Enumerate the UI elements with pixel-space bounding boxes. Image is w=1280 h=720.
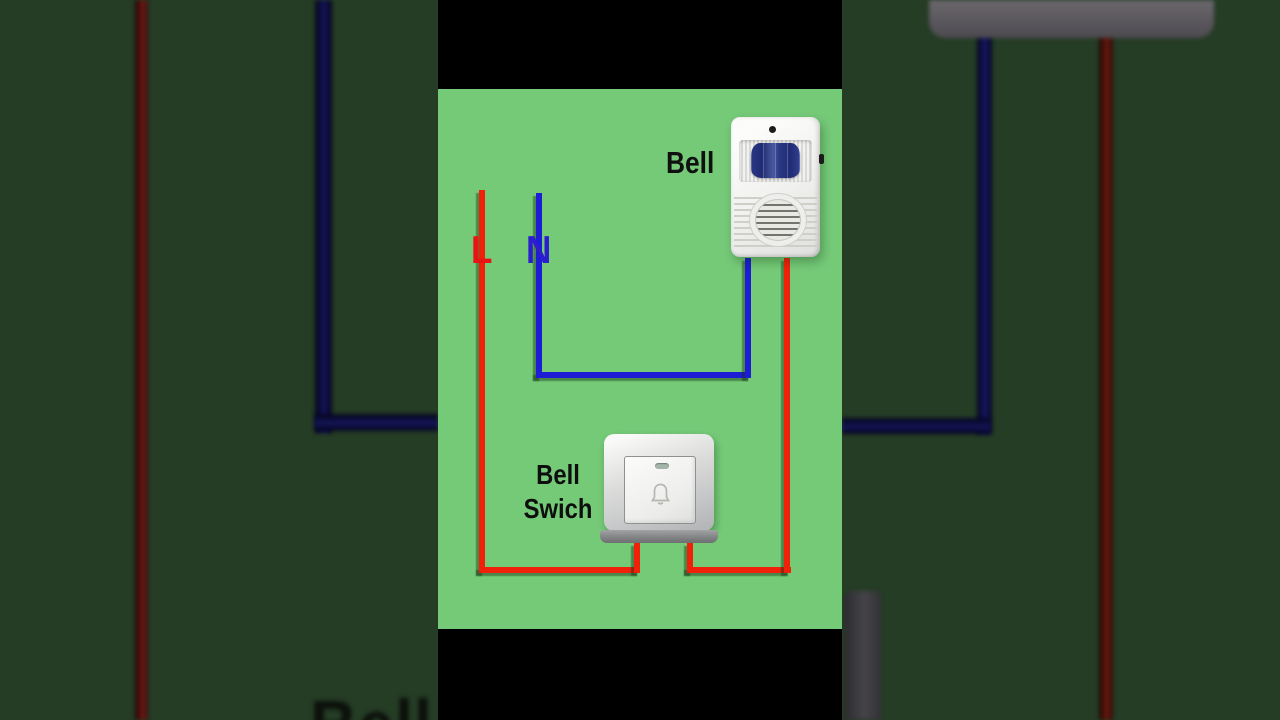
wire-neutral-to-bell-vertical: [745, 258, 751, 378]
switch-plate-base: [600, 530, 718, 543]
wiring-diagram-panel: L N Bell Bell Swich: [438, 89, 842, 629]
bg-blur-bell-text: Bell: [310, 684, 433, 720]
bg-blur-switch-shape: [844, 591, 881, 720]
wire-neutral-horizontal: [536, 372, 751, 378]
switch-push-button: [624, 456, 696, 524]
bg-blur-neutral-wire-left-vertical: [315, 0, 332, 433]
switch-indicator-light: [655, 463, 669, 469]
bg-blur-neutral-wire-right-horizontal: [842, 418, 990, 434]
doorbell-speaker-grille-icon: [750, 194, 806, 246]
wire-live-to-switch-left: [634, 543, 640, 573]
bottom-letterbox-bar: [438, 629, 842, 720]
wire-live-bottom-right-horizontal: [687, 567, 791, 573]
label-bell-switch-line2: Swich: [523, 493, 593, 524]
doorbell-pir-sensor: [739, 140, 812, 182]
label-bell-switch-line1: Bell: [536, 459, 580, 490]
bg-blur-doorbell-shape: [929, 0, 1214, 38]
label-bell-switch: Bell Swich: [499, 458, 618, 526]
video-frame[interactable]: L N Bell Bell Swich: [438, 0, 842, 720]
label-bell: Bell: [666, 145, 715, 180]
bell-icon: [648, 481, 673, 513]
wire-neutral-from-N-vertical: [536, 193, 542, 378]
bg-blur-live-wire-right: [1099, 26, 1113, 720]
bell-switch-device: [600, 434, 718, 543]
wire-live-from-L-vertical: [479, 190, 485, 573]
label-neutral-terminal: N: [526, 229, 552, 272]
top-letterbox-bar: [438, 0, 842, 89]
doorbell-pir-lens-icon: [751, 143, 800, 178]
doorbell-device: [731, 117, 824, 257]
wire-live-from-switch-right: [687, 543, 693, 573]
bg-blur-neutral-wire-left-horizontal: [315, 414, 438, 431]
bg-blur-live-wire-left: [135, 0, 148, 720]
doorbell-led-dot: [769, 126, 776, 133]
bg-blur-neutral-wire-right-vertical: [977, 33, 992, 434]
label-live-terminal: L: [471, 229, 493, 272]
wire-live-bottom-left-horizontal: [479, 567, 640, 573]
doorbell-side-button: [819, 154, 824, 164]
wire-live-to-bell-vertical: [784, 258, 790, 573]
